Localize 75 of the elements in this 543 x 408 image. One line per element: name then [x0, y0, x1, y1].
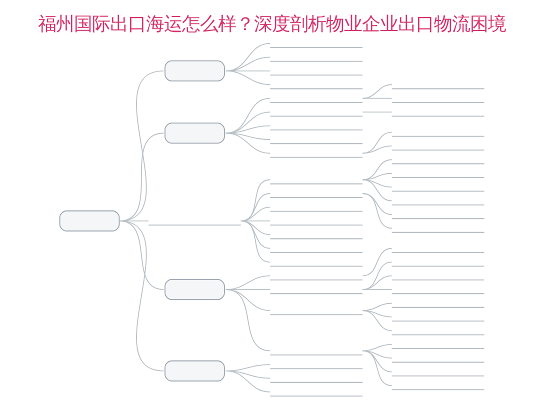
- node-bar: [269, 60, 363, 62]
- node-bar: [390, 252, 484, 253]
- connector: [362, 193, 392, 229]
- node-bar: [390, 177, 484, 178]
- node-bar: [269, 266, 363, 267]
- node-bar: [390, 389, 484, 390]
- node-bar: [390, 163, 484, 164]
- connector: [362, 275, 392, 290]
- node-bar: [269, 143, 363, 144]
- node-bar: [269, 314, 363, 316]
- connector: [362, 310, 392, 332]
- node-bar: [269, 396, 363, 397]
- node-bar: [269, 156, 363, 158]
- node-bar: [390, 348, 484, 349]
- connector: [362, 289, 392, 290]
- node-bar: [269, 116, 363, 117]
- node-bar: [269, 279, 363, 280]
- node-bar: [269, 47, 363, 48]
- node-box: [164, 360, 224, 382]
- node-bar: [269, 74, 363, 76]
- node-bar: [269, 129, 363, 130]
- node-bar: [390, 266, 484, 267]
- node-bar: [269, 293, 363, 294]
- connector: [240, 220, 270, 263]
- connector: [362, 84, 392, 99]
- connector: [362, 344, 392, 352]
- connector: [362, 262, 392, 290]
- node-bar: [390, 293, 484, 294]
- connector: [224, 370, 270, 392]
- node-bar: [269, 382, 363, 383]
- node-box: [164, 279, 224, 300]
- connector: [362, 248, 392, 276]
- node-bar: [390, 362, 484, 363]
- connector: [362, 132, 392, 154]
- connector: [224, 132, 270, 154]
- connector: [362, 172, 392, 180]
- node-bar: [148, 224, 241, 226]
- connector: [362, 159, 392, 180]
- node-box: [164, 60, 224, 82]
- connector: [362, 179, 392, 202]
- node-bar: [269, 224, 363, 226]
- node-bar: [269, 210, 363, 212]
- node-box: [58, 210, 120, 232]
- node-bar: [390, 102, 484, 103]
- node-bar: [390, 334, 484, 336]
- connector: [362, 112, 392, 113]
- diagram-title: 福州国际出口海运怎么样？深度剖析物业企业出口物流困境: [38, 14, 506, 36]
- connector: [362, 350, 392, 386]
- connector: [224, 132, 270, 140]
- node-bar: [390, 190, 484, 192]
- node-bar: [269, 238, 363, 240]
- node-bar: [390, 204, 484, 206]
- node-bar: [390, 320, 484, 322]
- node-bar: [390, 232, 484, 233]
- node-bar: [390, 218, 484, 220]
- node-bar: [269, 88, 363, 90]
- connector: [118, 220, 164, 372]
- node-bar: [390, 116, 484, 117]
- node-bar: [390, 88, 484, 90]
- connector: [224, 289, 270, 352]
- connector: [362, 193, 392, 215]
- node-bar: [269, 252, 363, 253]
- node-bar: [269, 354, 363, 356]
- connector: [362, 310, 392, 318]
- connector: [362, 98, 392, 99]
- connector: [362, 145, 392, 154]
- node-bar: [390, 136, 484, 137]
- node-bar: [390, 279, 484, 280]
- node-bar: [269, 183, 363, 184]
- node-bar: [390, 306, 484, 308]
- node-bar: [269, 102, 363, 103]
- node-box: [164, 122, 224, 144]
- node-bar: [269, 197, 363, 198]
- connector: [224, 70, 270, 86]
- node-bar: [269, 368, 363, 370]
